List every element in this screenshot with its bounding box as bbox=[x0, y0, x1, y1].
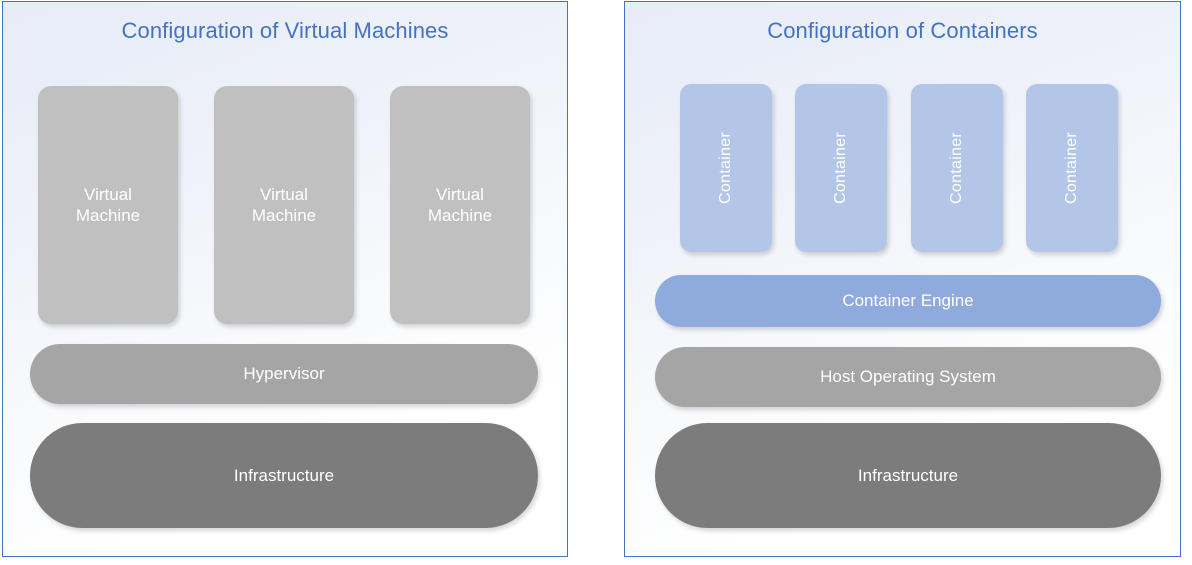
panel-title-virtual-machines: Configuration of Virtual Machines bbox=[121, 18, 449, 43]
virtual-machine-label: Virtual Machine bbox=[427, 184, 493, 225]
panel-title-containers: Configuration of Containers bbox=[767, 18, 1038, 43]
container-box: Container bbox=[680, 84, 772, 252]
host-operating-system-bar: Host Operating System bbox=[655, 347, 1161, 407]
hypervisor-label: Hypervisor bbox=[243, 364, 325, 384]
container-box: Container bbox=[911, 84, 1003, 252]
infrastructure-label: Infrastructure bbox=[233, 465, 335, 485]
container-label: Container bbox=[947, 131, 965, 205]
infrastructure-label: Infrastructure bbox=[857, 465, 959, 485]
virtual-machine-box: Virtual Machine bbox=[214, 86, 354, 324]
container-engine-label: Container Engine bbox=[842, 291, 974, 311]
infrastructure-bar-vm: Infrastructure bbox=[30, 423, 538, 528]
virtual-machine-box: Virtual Machine bbox=[38, 86, 178, 324]
container-engine-bar: Container Engine bbox=[655, 275, 1161, 327]
virtual-machine-label: Virtual Machine bbox=[251, 184, 317, 225]
host-operating-system-label: Host Operating System bbox=[820, 367, 996, 387]
virtual-machine-box: Virtual Machine bbox=[390, 86, 530, 324]
virtual-machine-label: Virtual Machine bbox=[75, 184, 141, 225]
infrastructure-bar-container: Infrastructure bbox=[655, 423, 1161, 528]
container-label: Container bbox=[831, 131, 849, 205]
hypervisor-bar: Hypervisor bbox=[30, 344, 538, 404]
container-label: Container bbox=[1062, 131, 1080, 205]
container-box: Container bbox=[795, 84, 887, 252]
container-box: Container bbox=[1026, 84, 1118, 252]
container-label: Container bbox=[716, 131, 734, 205]
